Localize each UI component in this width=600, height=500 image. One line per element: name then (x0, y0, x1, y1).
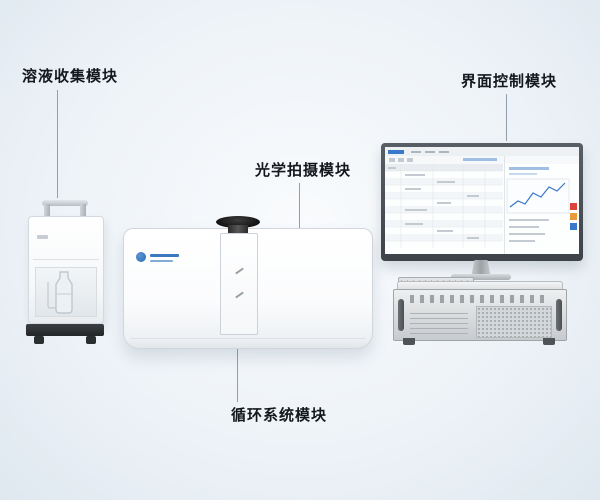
collector-handle (42, 200, 88, 206)
collector-handle-post-left (44, 204, 50, 218)
instrument-bottom-seam (130, 338, 366, 339)
control-chassis-device (393, 281, 567, 347)
leader-line-solution-collection (57, 90, 58, 198)
brand-logo-text-line2 (150, 260, 173, 262)
monitor-stand-neck (471, 260, 491, 277)
leader-line-optical-capture (299, 183, 300, 266)
collector-handle-post-right (80, 204, 86, 218)
collector-wheel-right (86, 336, 96, 344)
circulation-panel (220, 233, 258, 335)
label-solution-collection: 溶液收集模块 (22, 68, 119, 85)
chassis-handle-left (398, 299, 404, 331)
screen-data-table (385, 164, 503, 248)
label-circulation-system: 循环系统模块 (231, 407, 328, 424)
collector-base (26, 324, 104, 336)
chassis-mesh-grille (476, 306, 552, 338)
chassis-vents (410, 309, 468, 334)
leader-line-circulation-system (237, 349, 238, 402)
brand-logo-text-line1 (150, 254, 179, 257)
panel-nozzle-2 (235, 291, 244, 299)
chassis-foot-left (403, 338, 415, 345)
panel-nozzle-1 (235, 267, 244, 275)
label-interface-control: 界面控制模块 (461, 73, 558, 90)
collector-body (28, 216, 104, 324)
instrument-knob-stem (228, 225, 248, 233)
collector-slot (37, 235, 48, 239)
chassis-front-face (393, 289, 567, 341)
chassis-top-face (397, 281, 563, 291)
screen-side-panel (506, 167, 570, 242)
collector-window (35, 267, 97, 317)
label-optical-capture: 光学拍摄模块 (255, 162, 352, 179)
optical-instrument-device (123, 216, 373, 349)
monitor (381, 143, 583, 261)
brand-logo (136, 251, 184, 267)
chassis-foot-right (543, 338, 555, 345)
control-software-ui (385, 147, 579, 254)
status-chip-red (570, 203, 577, 210)
monitor-screen (385, 147, 579, 254)
screen-menubar (385, 147, 579, 156)
collection-bottle-illustration (47, 271, 73, 314)
brand-logo-icon (136, 252, 146, 262)
collector-seam (33, 259, 99, 260)
screen-chart-line (509, 182, 566, 208)
leader-line-interface-control (506, 94, 507, 141)
chassis-handle-right (556, 299, 562, 331)
collector-wheel-left (34, 336, 44, 344)
monitor-stand-base (451, 274, 511, 280)
screen-menubar-accent (388, 150, 404, 154)
instrument-knob (216, 216, 260, 228)
solution-collector-device (26, 200, 104, 346)
chassis-ports-row (410, 295, 550, 303)
status-chip-blue (570, 223, 577, 230)
status-chip-orange (570, 213, 577, 220)
